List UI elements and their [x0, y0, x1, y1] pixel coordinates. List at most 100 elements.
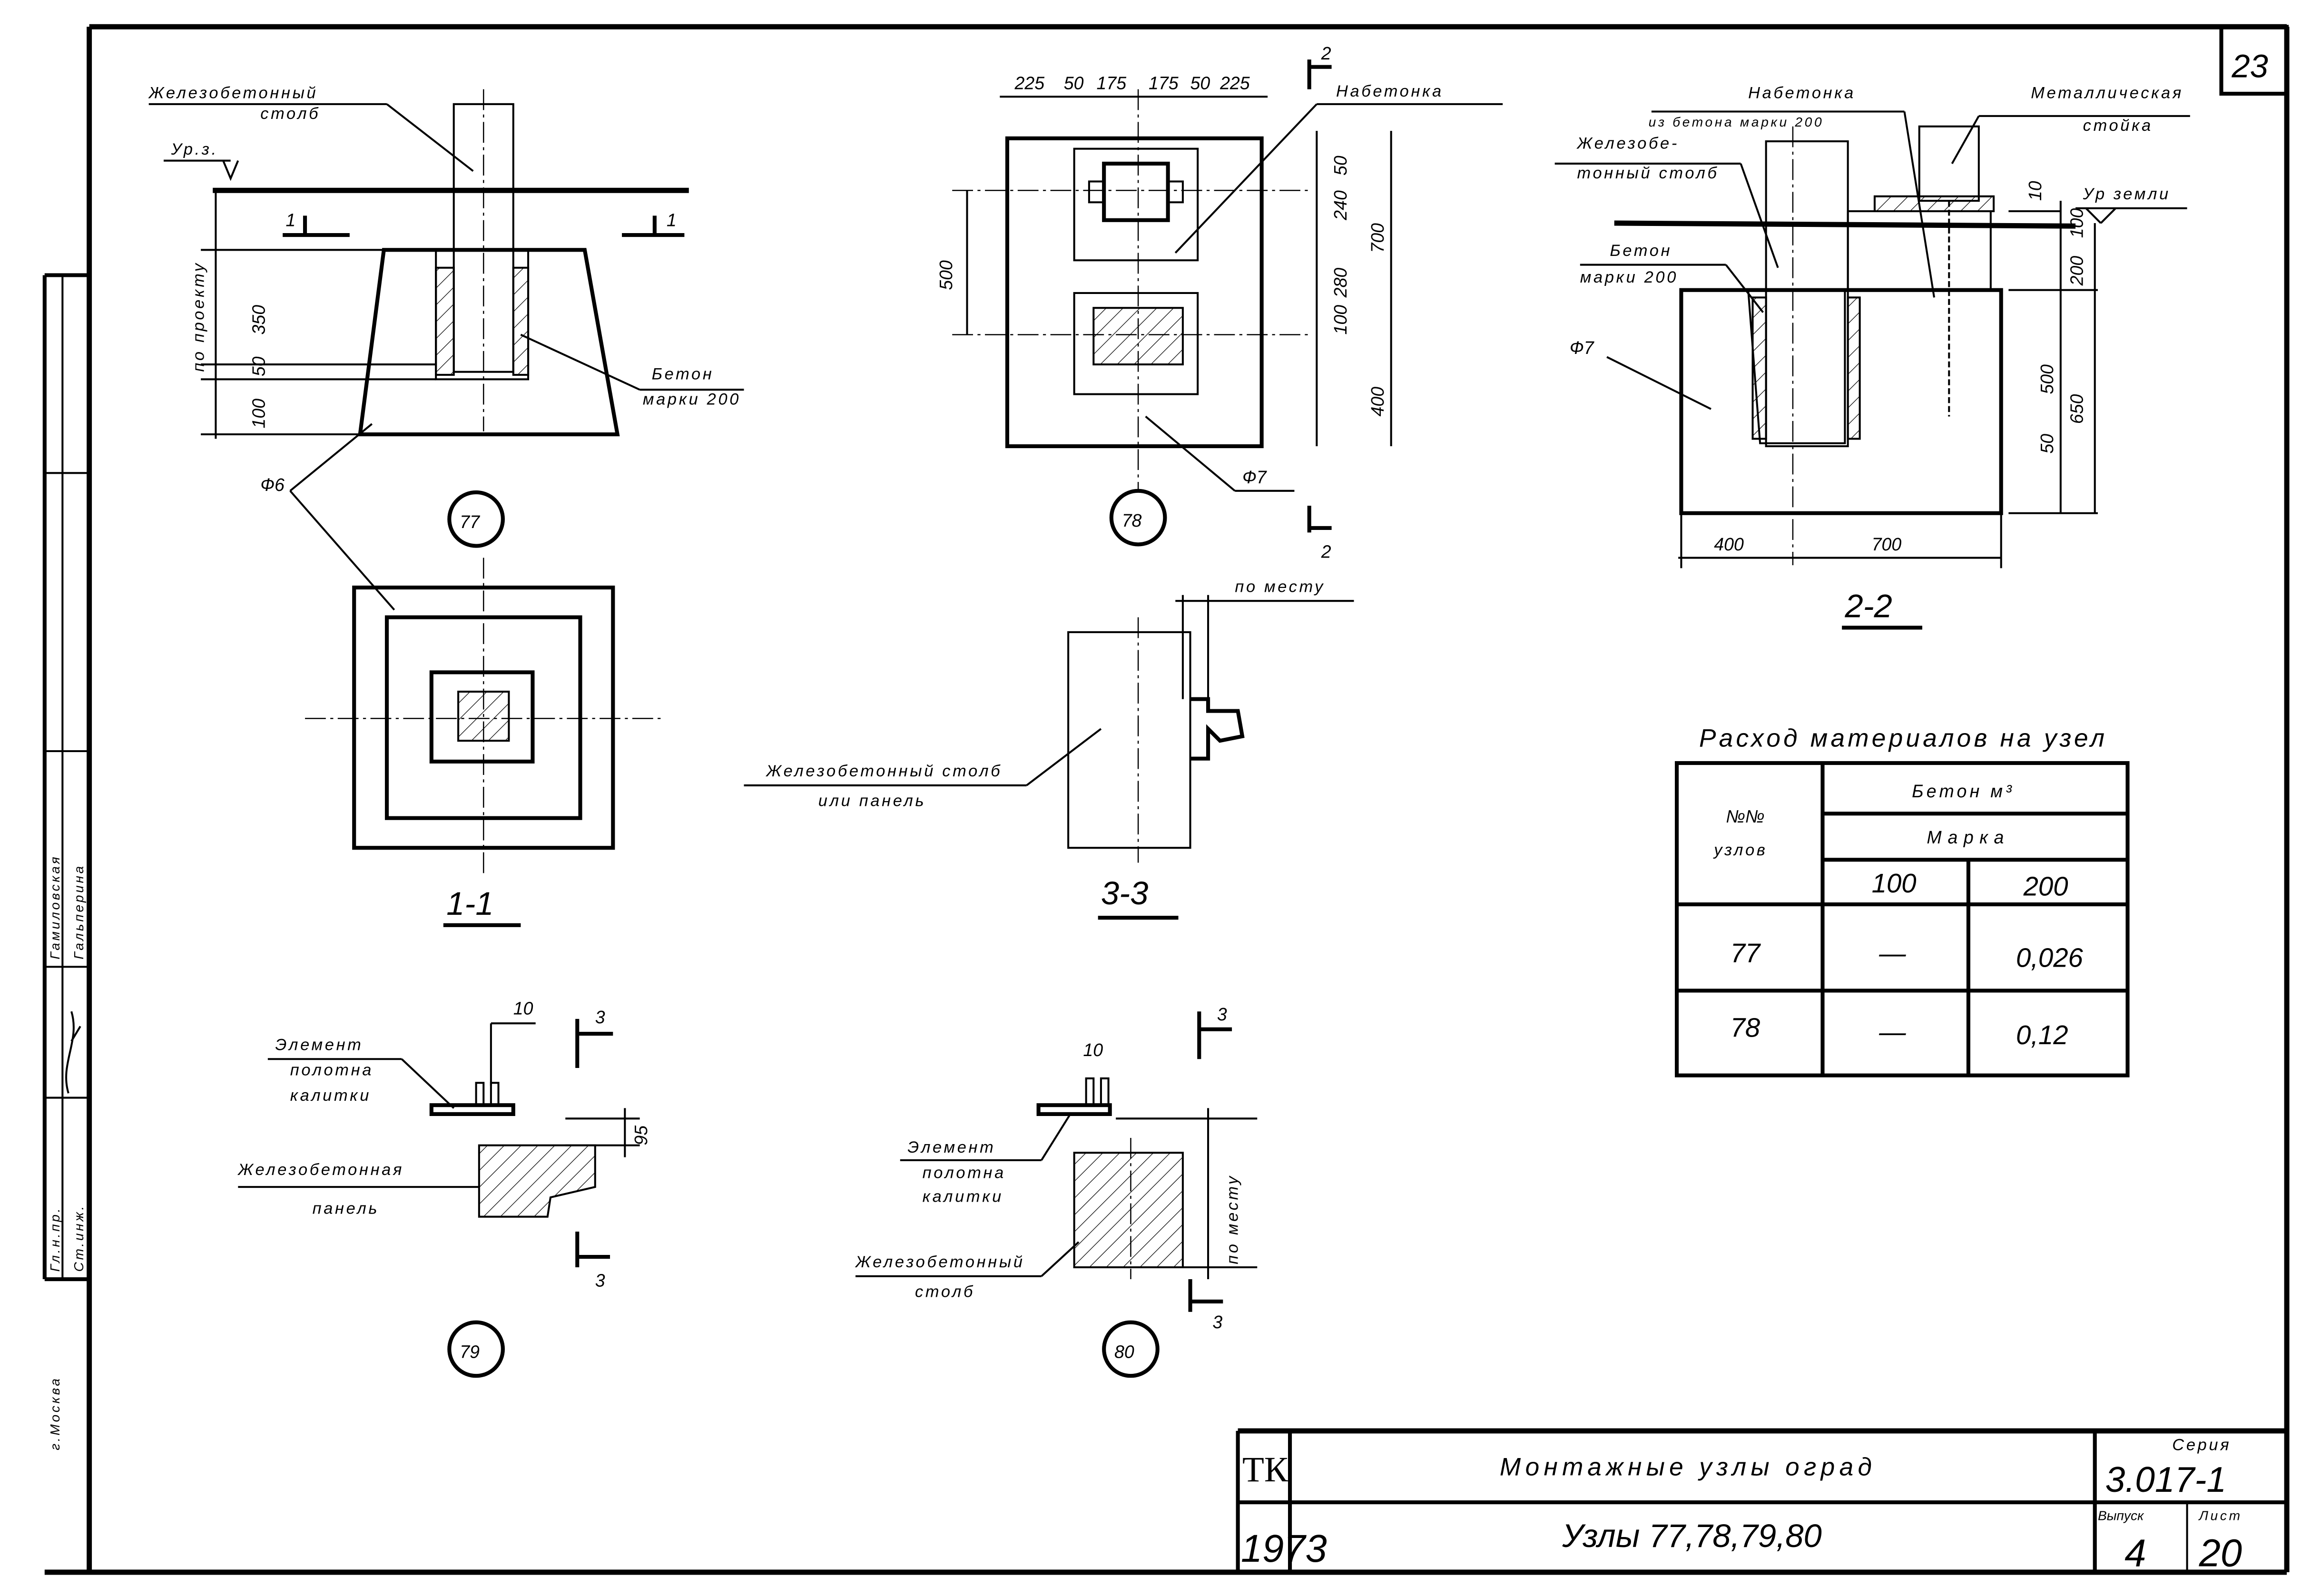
label-concrete-grade: марки 200	[643, 390, 741, 408]
label-by-place: по месту	[1235, 578, 1325, 596]
node-77-number: 77	[460, 512, 481, 532]
section-mark-1-right: 1	[667, 210, 677, 230]
section-mark-3-bottom: 3	[595, 1271, 605, 1291]
dim-95: 95	[631, 1126, 651, 1146]
section-mark-2-top: 2	[1321, 43, 1331, 63]
stamp-city: г.Москва	[48, 1376, 62, 1450]
label-rc-post-2: тонный столб	[1577, 164, 1719, 182]
label-post-2: столб	[260, 105, 320, 123]
node-79-marker	[447, 1320, 505, 1378]
header-node-no-2: узлов	[1713, 841, 1767, 859]
dim-right: 100	[1330, 305, 1350, 335]
cell-grade-100: —	[1878, 938, 1906, 968]
dim-200: 200	[2067, 256, 2087, 286]
section-mark-3-top: 3	[595, 1007, 605, 1027]
signature-mark	[65, 1011, 81, 1094]
cell-node: 77	[1731, 938, 1761, 968]
side-stamp: Гамиловская Гальперина Гл.н.пр. Ст.инж. …	[42, 273, 89, 1450]
sheet-number-value: 20	[2199, 1531, 2242, 1575]
label-concrete: Бетон	[1610, 242, 1672, 260]
dim-10: 10	[2025, 181, 2045, 201]
dim-700: 700	[1872, 534, 1902, 554]
label-ground-level: Ур.з.	[171, 140, 218, 158]
drawing-subtitle: Узлы 77,78,79,80	[1562, 1518, 1822, 1554]
node-78-number: 78	[1122, 510, 1142, 530]
org-code: ТК	[1242, 1450, 1288, 1489]
section-mark-3-bottom: 3	[1212, 1312, 1222, 1332]
label-concreting-grade: из бетона марки 200	[1649, 115, 1824, 129]
section-1-1-label: 1-1	[446, 885, 493, 922]
dim-650: 650	[2067, 394, 2087, 424]
label-element-2: полотна	[290, 1061, 374, 1079]
title-block: ТК 1973 Монтажные узлы оград Узлы 77,78,…	[1236, 1428, 2287, 1575]
sheet-label: Лист	[2198, 1508, 2242, 1523]
dim-700: 700	[1367, 223, 1387, 253]
label-post-2: или панель	[818, 792, 926, 810]
label-metal-post: Металлическая	[2031, 84, 2183, 102]
dim-right: 240	[1330, 190, 1350, 221]
stamp-role-2: Ст.инж.	[71, 1204, 86, 1272]
label-concreting: Набетонка	[1336, 82, 1444, 100]
dim-400: 400	[1714, 534, 1744, 554]
label-metal-post-2: стойка	[2083, 117, 2153, 135]
label-element-3: калитки	[290, 1087, 371, 1105]
label-element-3: калитки	[923, 1187, 1003, 1205]
label-post: Железобетонный	[855, 1253, 1025, 1271]
sheet-number: 23	[2231, 48, 2268, 85]
dim-top: 175	[1097, 73, 1127, 93]
section-mark-3-top: 3	[1217, 1004, 1227, 1024]
label-concrete: Бетон	[652, 365, 714, 383]
section-3-3-label: 3-3	[1101, 875, 1148, 911]
node-79: Элемент полотна калитки 10 95 Железобето…	[237, 998, 651, 1378]
stamp-name-2: Гальперина	[71, 864, 86, 960]
dim-right: 50	[1330, 156, 1350, 176]
section-1-1: 1-1	[305, 558, 662, 927]
dim-350: 350	[249, 305, 269, 335]
label-concreting: Набетонка	[1748, 84, 1856, 102]
node-77-marker	[447, 490, 505, 548]
header-grade-100: 100	[1872, 868, 1917, 898]
dim-50: 50	[2037, 434, 2057, 454]
dim-10: 10	[513, 998, 533, 1018]
node-80: 10 Элемент полотна калитки Железобетонны…	[855, 1004, 1258, 1378]
table-title: Расход материалов на узел	[1699, 725, 2107, 753]
dim-100: 100	[2067, 208, 2087, 238]
header-grade-200: 200	[2023, 871, 2068, 901]
issue-label: Выпуск	[2098, 1508, 2144, 1523]
node-80-marker	[1102, 1320, 1160, 1378]
sheet-number-box: 23	[2219, 25, 2289, 96]
label-element: Элемент	[907, 1138, 995, 1156]
node-78-marker	[1109, 489, 1167, 547]
header-grade: Марка	[1927, 827, 2010, 847]
label-ground-level: Ур земли	[2083, 185, 2171, 203]
label-rc-post: Железобе-	[1576, 135, 1679, 153]
dim-10: 10	[1083, 1040, 1103, 1060]
section-2-2-label: 2-2	[1844, 588, 1892, 625]
dim-by-project: по проекту	[189, 261, 207, 372]
label-concrete-grade: марки 200	[1580, 268, 1678, 286]
drawing-title: Монтажные узлы оград	[1500, 1453, 1876, 1481]
label-panel-2: панель	[313, 1199, 380, 1217]
label-element: Элемент	[275, 1036, 363, 1054]
cell-node: 78	[1731, 1012, 1760, 1042]
dim-500: 500	[2037, 364, 2057, 394]
label-foundation-f7: Ф7	[1570, 338, 1595, 358]
dim-top: 50	[1064, 73, 1084, 93]
dim-50: 50	[249, 356, 269, 376]
sheet-frame	[44, 24, 2290, 1575]
node-80-number: 80	[1114, 1342, 1134, 1362]
section-3-3: по месту Железобетонный столб или панель…	[744, 578, 1354, 920]
header-concrete: Бетон м³	[1912, 781, 2015, 801]
dim-top: 175	[1149, 73, 1179, 93]
header-node-no: №№	[1726, 806, 1764, 826]
label-foundation-f7: Ф7	[1242, 467, 1268, 487]
dim-400: 400	[1367, 387, 1387, 417]
label-by-place: по месту	[1224, 1174, 1242, 1264]
node-77-section: Железобетонный столб Ур.з. 1 1 по проект…	[148, 84, 744, 611]
stamp-role-1: Гл.н.пр.	[48, 1206, 62, 1272]
label-post: Железобетонный столб	[765, 762, 1002, 780]
node-78-plan: 225 50 175 175 50 225 2 Набетонка 50 240…	[936, 43, 1503, 562]
dim-top: 225	[1220, 73, 1250, 93]
dim-500: 500	[936, 260, 956, 290]
